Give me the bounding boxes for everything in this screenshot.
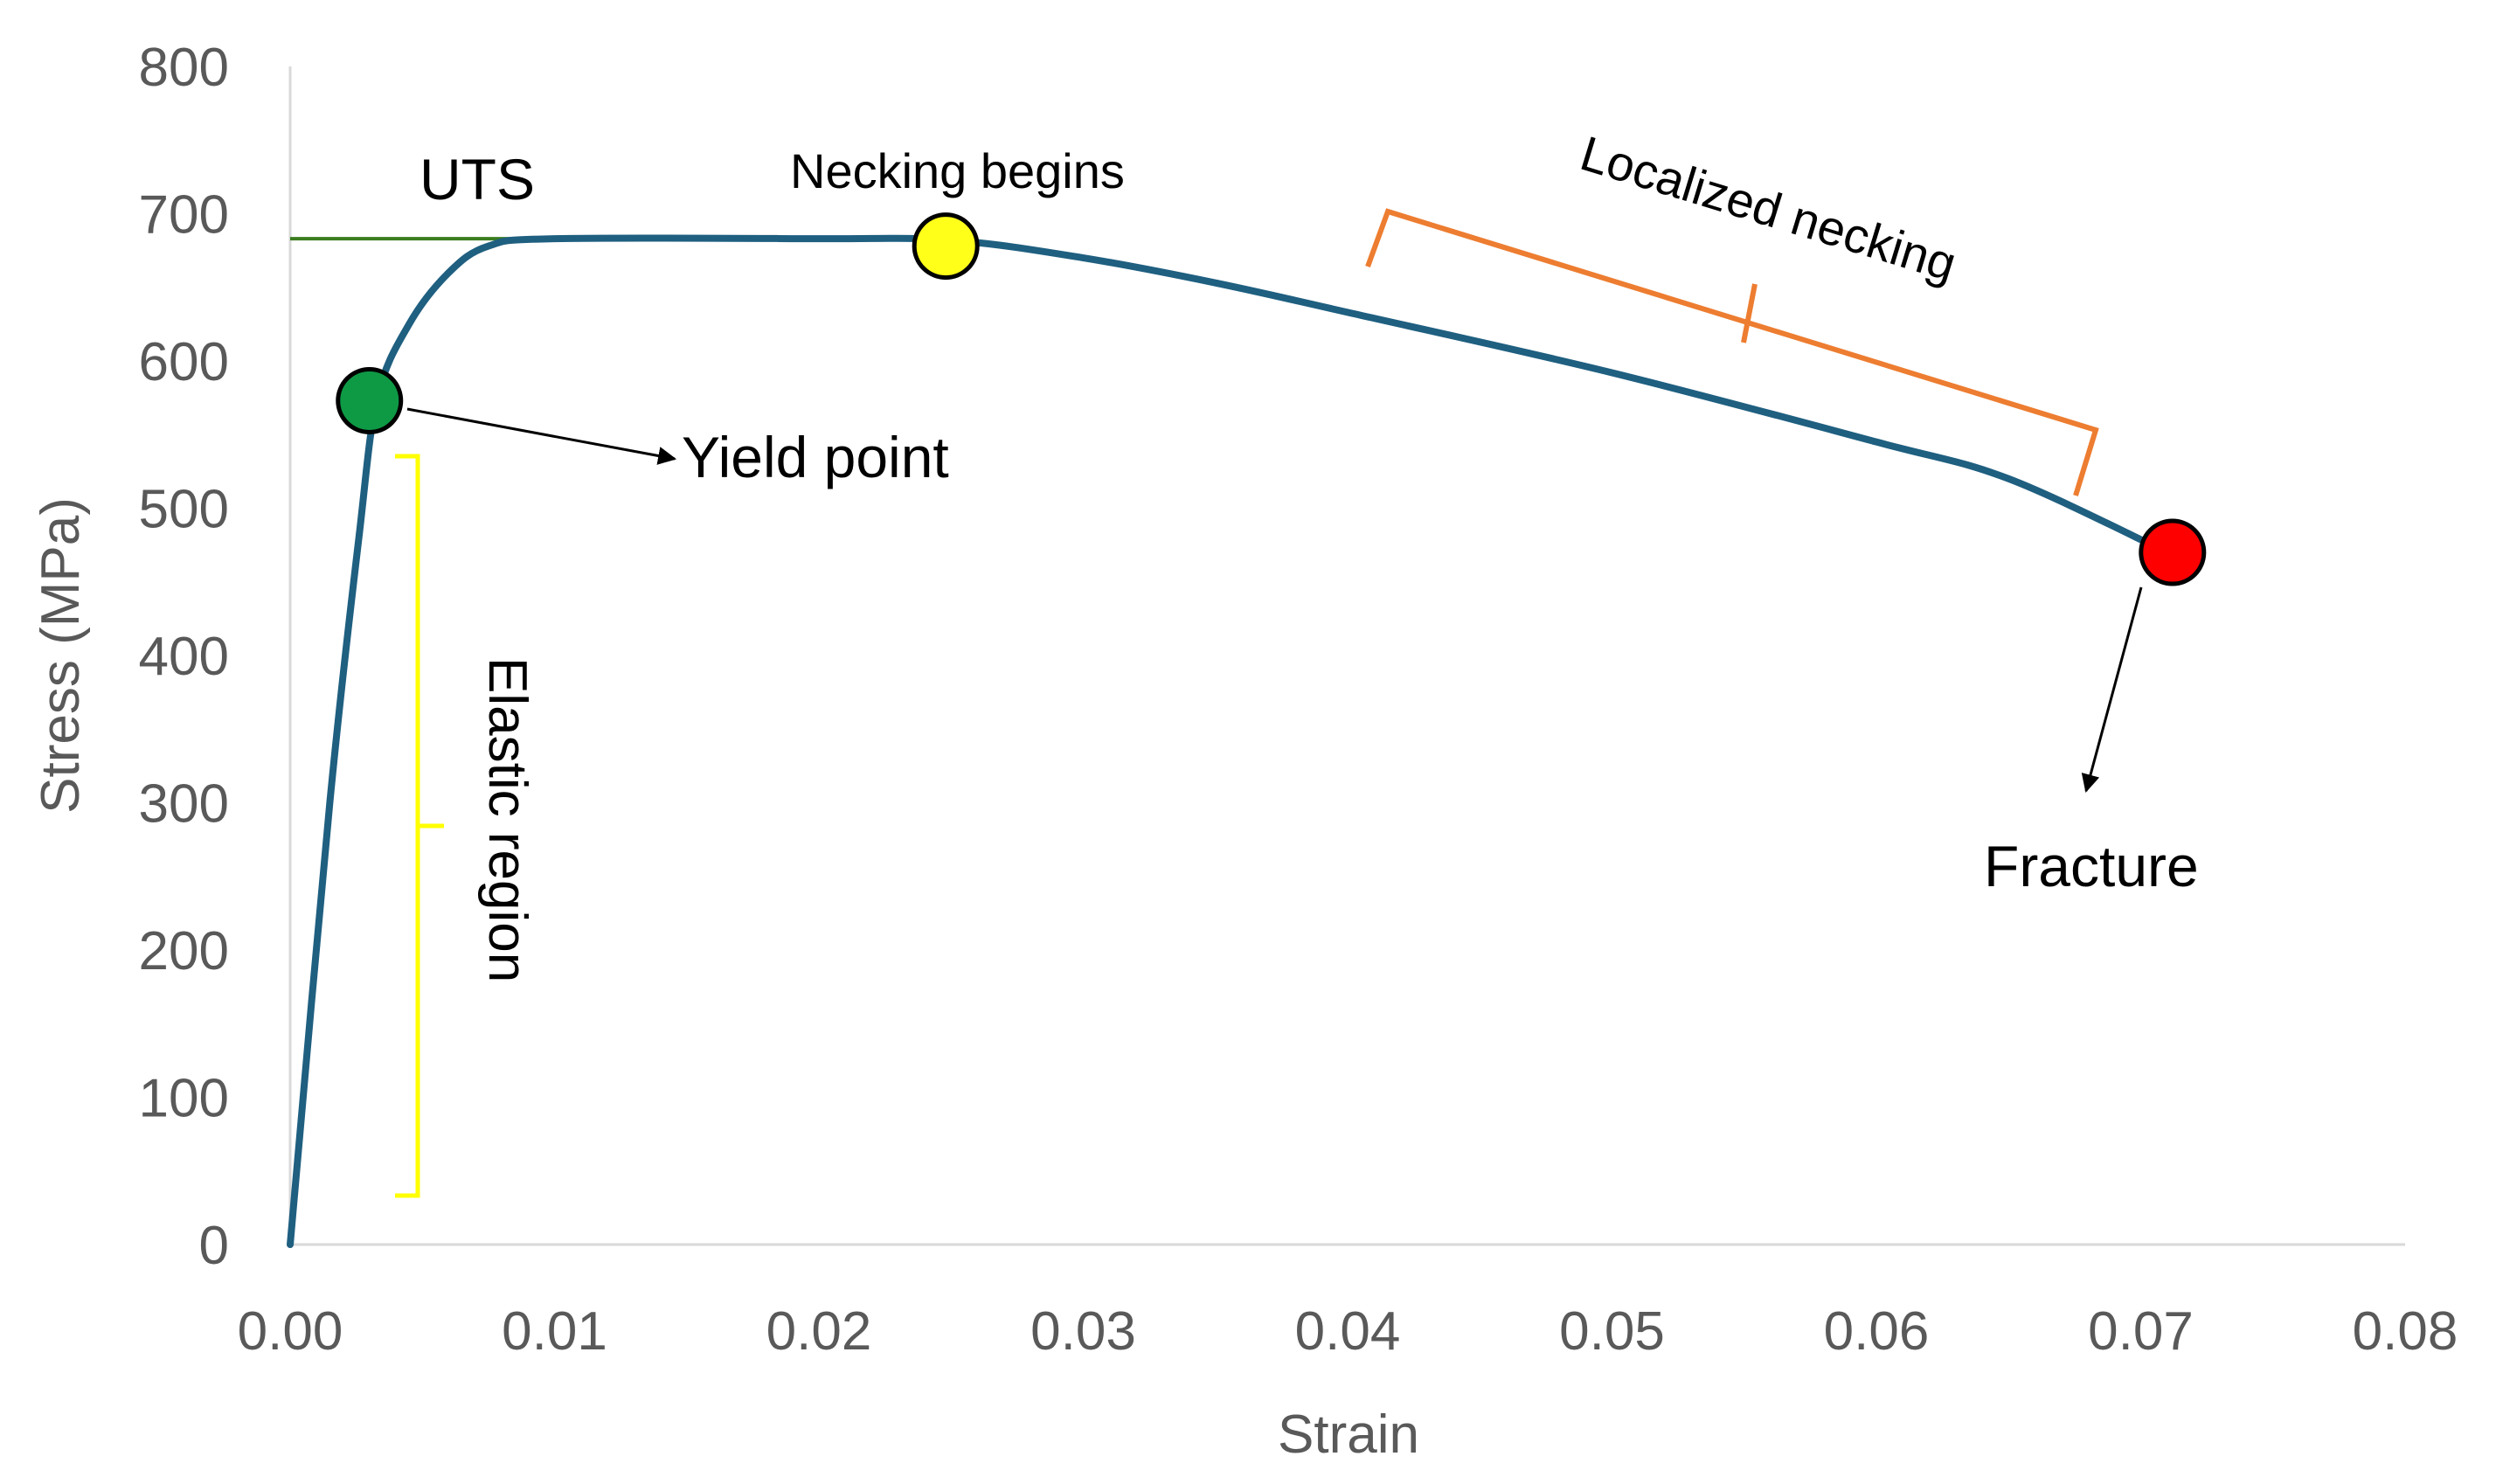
y-tick-label: 700 xyxy=(139,185,229,246)
point-markers xyxy=(336,212,2207,586)
y-tick-label: 500 xyxy=(139,480,229,540)
x-tick-label: 0.02 xyxy=(766,1301,872,1362)
x-tick-label: 0.07 xyxy=(2088,1301,2194,1362)
x-axis-ticks: 0.00 0.01 0.02 0.03 0.04 0.05 0.06 0.07 0.08 xyxy=(238,1301,2458,1362)
y-tick-label: 300 xyxy=(139,774,229,835)
x-tick-label: 0.03 xyxy=(1030,1301,1136,1362)
yield-marker xyxy=(336,366,404,434)
yield-point-label: Yield point xyxy=(682,425,949,489)
uts-label: UTS xyxy=(419,147,535,212)
y-axis-ticks: 0 100 200 300 400 500 600 700 800 xyxy=(139,38,229,1276)
y-tick-label: 400 xyxy=(139,627,229,687)
y-tick-label: 0 xyxy=(199,1216,229,1276)
necking-begins-label: Necking begins xyxy=(790,143,1125,198)
x-tick-label: 0.06 xyxy=(1824,1301,1930,1362)
localized-necking-label: Localized necking xyxy=(1574,125,1962,291)
necking-marker xyxy=(912,212,980,281)
yield-point-arrow xyxy=(406,407,677,465)
fracture-label: Fracture xyxy=(1984,834,2199,898)
y-tick-label: 200 xyxy=(139,921,229,981)
localized-necking-bracket xyxy=(1365,208,2099,496)
x-tick-label: 0.04 xyxy=(1295,1301,1401,1362)
x-tick-label: 0.01 xyxy=(502,1301,607,1362)
fracture-marker xyxy=(2139,518,2207,586)
y-tick-label: 100 xyxy=(139,1069,229,1129)
fracture-arrow xyxy=(2081,586,2143,794)
x-tick-label: 0.00 xyxy=(238,1301,343,1362)
y-axis-title: Stress (MPa) xyxy=(31,497,91,814)
x-tick-label: 0.05 xyxy=(1559,1301,1665,1362)
elastic-region-label: Elastic region xyxy=(477,657,537,982)
elastic-region-bracket xyxy=(395,454,444,1198)
y-tick-label: 800 xyxy=(139,38,229,98)
x-axis-title: Strain xyxy=(1278,1404,1419,1465)
stress-strain-curve xyxy=(287,234,2171,1248)
y-tick-label: 600 xyxy=(139,332,229,392)
x-tick-label: 0.08 xyxy=(2353,1301,2458,1362)
